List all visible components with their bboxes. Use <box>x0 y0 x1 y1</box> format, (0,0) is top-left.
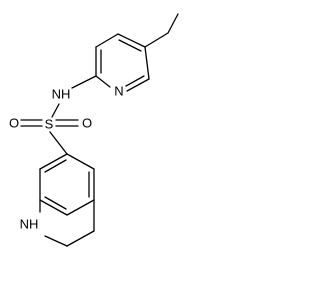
bond-pyr-3 <box>144 46 150 80</box>
amide-nh-label: NH <box>52 87 71 102</box>
bond-benz-1 <box>66 153 95 170</box>
bond-benz-3 <box>66 199 95 216</box>
bond-benz-6-inner <box>44 159 67 173</box>
bond-benz-6 <box>39 153 68 170</box>
bond-pyr-2 <box>117 33 146 48</box>
oxygen-right-label: O <box>82 116 92 131</box>
oxygen-left-label: O <box>9 116 19 131</box>
bond-nh-s <box>51 103 60 118</box>
bond-methyl <box>144 32 169 48</box>
bond-benz-4-inner <box>44 196 67 210</box>
bond-sat-2 <box>66 230 95 247</box>
bond-pyr-2-inner <box>118 39 142 52</box>
bond-sat-3 <box>44 235 68 247</box>
molecule-structure: N NH S O O NH <box>9 13 179 247</box>
bond-s-aryl <box>49 131 68 155</box>
bond-methyl-tip <box>167 13 179 34</box>
bond-c-nh <box>71 75 97 89</box>
pyridine-ring <box>95 33 150 92</box>
bond-pyr-5 <box>95 75 111 88</box>
bond-pyr-4 <box>126 78 150 92</box>
bond-benz-4 <box>39 199 68 216</box>
ring-nh-label: NH <box>20 217 39 232</box>
benzene-ring <box>39 153 95 216</box>
saturated-ring <box>39 199 95 247</box>
sulfur-label: S <box>45 117 54 132</box>
pyridine-nitrogen-label: N <box>114 84 123 99</box>
bond-pyr-1 <box>95 33 119 48</box>
bond-pyr-4-inner <box>125 75 145 87</box>
